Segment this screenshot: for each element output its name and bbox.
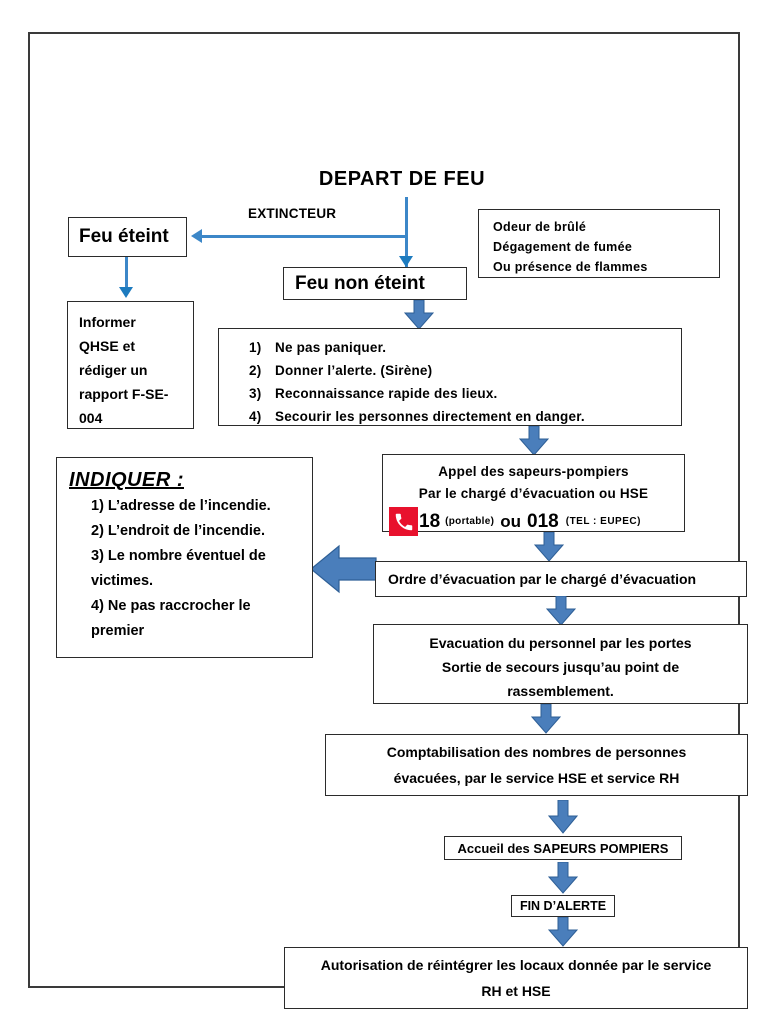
node-comptabilisation[interactable]: Comptabilisation des nombres de personne… — [325, 734, 748, 796]
list-item: 3) Reconnaissance rapide des lieux. — [219, 382, 681, 405]
consigne-text-2: Donner l’alerte. (Sirène) — [275, 363, 433, 378]
connector-to-feu-eteint — [202, 235, 407, 238]
informer-line-1: Informer — [79, 314, 136, 330]
evacuation-line-1: Evacuation du personnel par les portes — [429, 635, 692, 651]
list-item: 3) Le nombre éventuel de — [91, 548, 266, 564]
consigne-text-3: Reconnaissance rapide des lieux. — [275, 386, 498, 401]
arrow-to-indiquer — [311, 541, 377, 597]
indiquer-title: INDIQUER : — [69, 469, 184, 491]
arrowhead-down-feu-non-eteint — [399, 256, 413, 267]
consigne-num-1: 1) — [249, 340, 262, 355]
phone-icon — [389, 507, 418, 536]
list-item: victimes. — [91, 573, 154, 589]
arrow-appel-to-ordre — [534, 532, 564, 562]
arrow-consignes-to-appel — [519, 426, 549, 456]
page-title: DEPART DE FEU — [318, 168, 486, 190]
list-item: premier — [91, 623, 145, 639]
comptabilisation-line-2: évacuées, par le service HSE et service … — [393, 770, 680, 786]
node-ordre-label: Ordre d’évacuation par le chargé d’évacu… — [388, 571, 697, 587]
node-informer-qhse[interactable]: Informer QHSE et rédiger un rapport F-SE… — [67, 301, 194, 429]
fire-sign-3: Ou présence de flammes — [493, 260, 648, 274]
consigne-text-4: Secourir les personnes directement en da… — [275, 409, 585, 424]
list-item: 4) Ne pas raccrocher le — [91, 598, 251, 614]
list-item: 2) Donner l’alerte. (Sirène) — [219, 359, 681, 382]
list-item: 2) L’endroit de l’incendie. — [91, 523, 266, 539]
node-fin-alerte-label: FIN D’ALERTE — [519, 899, 607, 913]
arrow-fin-alerte-to-autorisation — [548, 917, 578, 947]
extincteur-label: EXTINCTEUR — [248, 206, 337, 221]
list-item: 1) Ne pas paniquer. — [219, 336, 681, 359]
list-item: 4) Secourir les personnes directement en… — [219, 405, 681, 428]
arrow-evacuation-to-comptabilisation — [531, 704, 561, 734]
fire-sign-2: Dégagement de fumée — [493, 240, 633, 254]
emergency-number-mobile-note: (portable) — [445, 516, 495, 527]
fire-sign-1: Odeur de brûlé — [493, 220, 587, 234]
node-ordre-evacuation[interactable]: Ordre d’évacuation par le chargé d’évacu… — [375, 561, 747, 597]
comptabilisation-line-1: Comptabilisation des nombres de personne… — [386, 744, 687, 760]
arrow-comptabilisation-to-accueil — [548, 800, 578, 834]
informer-line-5: 004 — [79, 410, 103, 426]
arrow-ordre-to-evacuation — [546, 596, 576, 626]
node-evacuation-personnel[interactable]: Evacuation du personnel par les portes S… — [373, 624, 748, 704]
arrow-feu-non-eteint-to-consignes — [404, 300, 434, 330]
arrowhead-down-informer — [119, 287, 133, 298]
emergency-number-mobile: 18 — [419, 510, 441, 532]
arrow-accueil-to-fin-alerte — [548, 862, 578, 894]
emergency-number-fixed: 018 — [527, 510, 559, 532]
node-fin-alerte[interactable]: FIN D’ALERTE — [511, 895, 615, 917]
node-accueil-label: Accueil des SAPEURS POMPIERS — [457, 840, 669, 856]
list-item: 1) L’adresse de l’incendie. — [91, 498, 271, 514]
autorisation-line-2: RH et HSE — [481, 983, 551, 999]
informer-line-2: QHSE et — [79, 338, 136, 354]
appel-line-1: Appel des sapeurs-pompiers — [438, 464, 629, 479]
autorisation-line-1: Autorisation de réintégrer les locaux do… — [320, 957, 712, 973]
connector-title-stem — [405, 197, 408, 279]
node-autorisation-reintegration[interactable]: Autorisation de réintégrer les locaux do… — [284, 947, 748, 1009]
informer-line-3: rédiger un — [79, 362, 148, 378]
arrowhead-left-feu-eteint — [191, 229, 202, 243]
appel-line-2: Par le chargé d’évacuation ou HSE — [418, 486, 649, 501]
document-frame: DEPART DE FEU EXTINCTEUR Feu éteint Feu … — [28, 32, 748, 1009]
consigne-num-3: 3) — [249, 386, 262, 401]
consigne-num-2: 2) — [249, 363, 262, 378]
emergency-number-row: 18 (portable) ou 018 (TEL : EUPEC) — [383, 507, 684, 536]
consigne-num-4: 4) — [249, 409, 262, 424]
emergency-number-fixed-note: (TEL : EUPEC) — [565, 516, 641, 527]
consigne-text-1: Ne pas paniquer. — [275, 340, 387, 355]
emergency-conjunction: ou — [500, 511, 522, 531]
node-accueil-pompiers[interactable]: Accueil des SAPEURS POMPIERS — [444, 836, 682, 860]
node-feu-eteint[interactable]: Feu éteint — [68, 217, 187, 257]
node-consignes-list[interactable]: 1) Ne pas paniquer. 2) Donner l’alerte. … — [218, 328, 682, 426]
informer-line-4: rapport F-SE- — [79, 386, 169, 402]
node-appel-pompiers[interactable]: Appel des sapeurs-pompiers Par le chargé… — [382, 454, 685, 536]
connector-feu-eteint-informer — [125, 257, 128, 290]
evacuation-line-2: Sortie de secours jusqu’au point de — [441, 659, 680, 675]
node-feu-non-eteint[interactable]: Feu non éteint — [283, 267, 467, 300]
node-feu-non-eteint-label: Feu non éteint — [295, 272, 425, 294]
node-fire-signs[interactable]: Odeur de brûlé Dégagement de fumée Ou pr… — [478, 209, 720, 278]
evacuation-line-3: rassemblement. — [507, 683, 614, 699]
node-indiquer[interactable]: INDIQUER : 1) L’adresse de l’incendie. 2… — [56, 457, 313, 658]
node-feu-eteint-label: Feu éteint — [79, 226, 169, 247]
